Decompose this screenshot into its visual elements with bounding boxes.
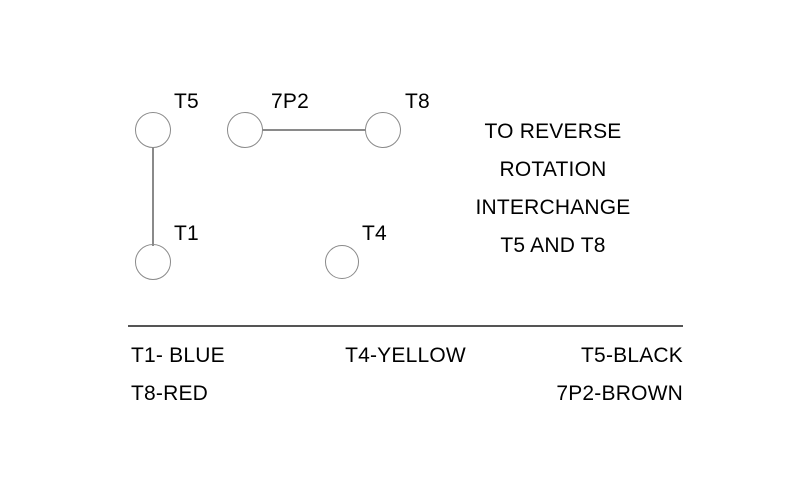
legend-item-t1: T1- BLUE	[131, 344, 225, 367]
terminal-label-t5: T5	[174, 90, 199, 113]
terminal-7p2[interactable]	[227, 112, 263, 148]
terminal-label-t1: T1	[174, 222, 199, 245]
legend-item-t5: T5-BLACK	[581, 344, 683, 367]
terminal-t8[interactable]	[365, 112, 401, 148]
instruction-line-3: INTERCHANGE	[475, 196, 631, 219]
legend-divider-line	[128, 325, 683, 327]
legend-item-7p2: 7P2-BROWN	[556, 382, 683, 405]
instruction-line-4: T5 AND T8	[500, 234, 606, 257]
instruction-line-1: TO REVERSE	[484, 120, 622, 143]
instruction-line-2: ROTATION	[499, 158, 607, 181]
legend-column-right: T5-BLACK 7P2-BROWN	[556, 337, 683, 413]
legend-column-middle: T4-YELLOW	[128, 337, 683, 375]
terminal-t1[interactable]	[135, 244, 171, 280]
wire-color-legend: T1- BLUE T8-RED T4-YELLOW T5-BLACK 7P2-B…	[128, 337, 683, 417]
legend-item-t8: T8-RED	[131, 382, 209, 405]
reverse-rotation-note: TO REVERSE ROTATION INTERCHANGE T5 AND T…	[432, 113, 674, 265]
wire-7p2-to-t8	[262, 129, 366, 131]
wire-t5-to-t1	[152, 147, 154, 246]
terminal-label-t4: T4	[362, 222, 387, 245]
terminal-label-7p2: 7P2	[271, 90, 309, 113]
legend-column-left: T1- BLUE T8-RED	[131, 337, 225, 413]
terminal-t5[interactable]	[135, 112, 171, 148]
legend-item-t4: T4-YELLOW	[345, 344, 466, 367]
terminal-t4[interactable]	[325, 245, 359, 279]
terminal-label-t8: T8	[405, 90, 430, 113]
